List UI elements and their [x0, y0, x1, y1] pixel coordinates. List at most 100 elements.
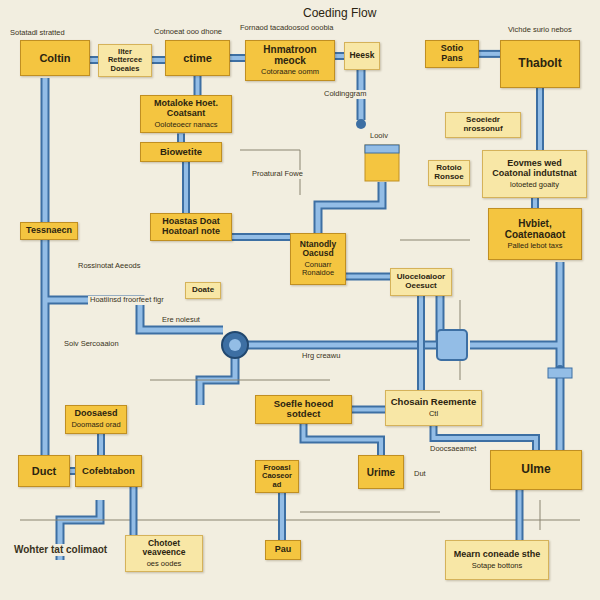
pipe-outline — [90, 56, 98, 64]
pipe-core — [184, 162, 188, 213]
pipe-core — [152, 58, 165, 62]
note-label: Hrg creawu — [300, 352, 342, 361]
box-heading: Frooasl Caoseorad — [260, 464, 294, 489]
note-label: Coldinggram — [322, 90, 369, 99]
note-label: Soiv Sercoaaion — [62, 340, 121, 349]
pipe-connector — [90, 60, 98, 61]
pipe-core — [90, 58, 98, 62]
pipe-core — [518, 490, 522, 540]
box-heading: Chosain Reemente — [390, 397, 477, 407]
process-box: Urime — [358, 455, 404, 489]
pipe-outline — [536, 88, 544, 150]
pipe-connector — [535, 198, 536, 208]
process-box: Hnmatroon meockCotoraane oomm — [245, 40, 335, 81]
box-heading: Ulme — [495, 463, 577, 476]
box-heading: Sotio Pans — [430, 44, 474, 64]
pipe-outline — [417, 296, 425, 390]
pipe-outline — [479, 50, 500, 58]
process-box: Uloceloaioor Oeesuct — [390, 268, 452, 296]
pipe-outline — [194, 76, 202, 95]
box-heading: Pau — [270, 545, 296, 555]
box-heading: Biowetite — [145, 147, 217, 157]
pipe-outline — [230, 54, 245, 62]
note-label: Dut — [412, 470, 428, 479]
pipe-outline — [177, 133, 185, 142]
box-heading: Hoastas Doat Hoatoarl note — [155, 217, 227, 237]
pipe-connector — [101, 434, 102, 455]
pipe-core — [346, 275, 390, 279]
box-heading: Uloceloaioor Oeesuct — [395, 273, 447, 291]
box-heading: Motaloke Hoet. Coatsant — [145, 99, 227, 119]
pipe-outline — [152, 56, 165, 64]
pipe-connector — [352, 409, 385, 410]
note-label: Ere nolesut — [160, 316, 202, 325]
box-body: Doomasd orad — [70, 421, 122, 430]
note-label: Doocsaeamet — [428, 445, 478, 454]
process-box: Seoeiedr nrossonuf — [445, 112, 521, 138]
pipe-core — [304, 424, 382, 455]
note-label: Fornaod tacadoosod ooobia — [238, 24, 335, 33]
process-box: Biowetite — [140, 142, 222, 162]
pipe-outline — [304, 424, 382, 455]
box-heading: Duct — [23, 465, 65, 477]
box-heading: Ntanodly Oacusd — [295, 240, 341, 259]
box-heading: Chotoet veaveence — [130, 539, 198, 558]
box-heading: ctime — [170, 52, 225, 64]
pipe-connector — [152, 60, 165, 61]
pipe-connector — [421, 296, 422, 390]
box-heading: Eovmes wed Coatonal indutstnat — [487, 159, 582, 179]
box-heading: Ilter Rettercee Doeaies — [103, 48, 147, 73]
pipe-connector — [230, 58, 245, 59]
box-heading: Seoeiedr nrossonuf — [450, 116, 516, 134]
pipe-outline — [130, 487, 138, 535]
process-box: Chotoet veaveenceoes oodes — [125, 535, 203, 572]
pipe-connector — [540, 88, 541, 150]
process-box: Ntanodly OacusdConuarr Ronaidoe — [290, 233, 346, 285]
box-heading: Urime — [363, 467, 399, 478]
pipe-core — [352, 407, 385, 411]
box-heading: Hvbiet, Coatenaoaot — [493, 218, 577, 240]
box-heading: Coltin — [25, 52, 85, 64]
pipe-core — [479, 52, 500, 56]
pipe-connector — [335, 56, 344, 57]
pipe-core — [99, 434, 103, 455]
pipe-core — [230, 56, 245, 60]
process-box: Frooasl Caoseorad — [255, 460, 299, 493]
box-heading: Doate — [190, 286, 216, 295]
diagram-title: Coeding Flow — [300, 6, 379, 20]
pipe-core — [533, 198, 537, 208]
box-body: Conuarr Ronaidoe — [295, 261, 341, 278]
pipe-core — [280, 493, 284, 540]
box-heading: Hnmatroon meock — [250, 44, 330, 66]
pipe-connector — [519, 490, 520, 540]
box-heading: Tessnaecn — [25, 226, 73, 236]
note-label: Proatural Fowe — [250, 170, 305, 179]
note-label: Sotatadl stratted — [8, 29, 67, 38]
process-box: Sotio Pans — [425, 40, 479, 68]
box-body: Palled lebot taxs — [493, 242, 577, 251]
process-box: Doate — [185, 282, 221, 299]
pipe-outline — [335, 52, 344, 60]
pipe-outline — [97, 434, 105, 455]
box-body: lotoeted goaity — [487, 181, 582, 190]
pipe-core — [132, 487, 136, 535]
process-box: Motaloke Hoet. CoatsantOoloteoecr nanacs — [140, 95, 232, 133]
box-body: Ctl — [390, 410, 477, 419]
pipe-outline — [346, 273, 390, 281]
process-box: Duct — [18, 455, 70, 487]
pipe-connector — [197, 76, 198, 95]
pipe-core — [179, 133, 183, 142]
box-heading: Doosaesd — [70, 409, 122, 419]
process-box: Cofebtabon — [75, 455, 142, 487]
process-box: Soefle hoeod sotdect — [255, 395, 352, 424]
process-box: Chosain ReementeCtl — [385, 390, 482, 426]
box-heading: Rotoio Ronsoe — [433, 164, 465, 182]
pipe-connector — [133, 487, 134, 535]
pipe-connector — [346, 276, 390, 277]
pipe-outline — [278, 493, 286, 540]
box-body: Cotoraane oomm — [250, 68, 330, 77]
pipe-connector — [232, 237, 290, 238]
pipe-connector — [282, 493, 283, 540]
note-label: Cotnoeat ooo dhone — [152, 28, 224, 37]
